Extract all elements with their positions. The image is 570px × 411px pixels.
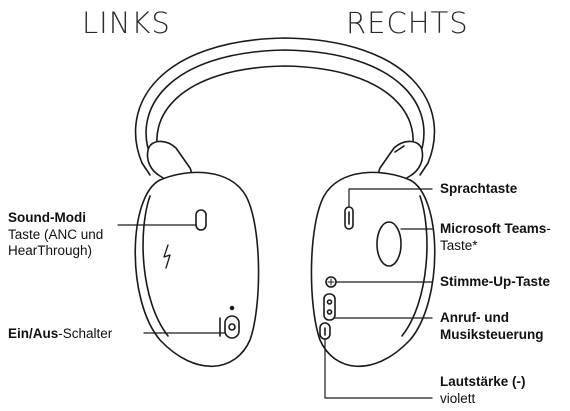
headband [136,38,435,163]
label-sound-modi: Sound-Modi Taste (ANC und HearThrough) [8,210,128,260]
label-sound-modi-line3: HearThrough) [8,243,128,260]
label-teams-bold: Microsoft Teams [440,221,546,236]
label-call-music: Anruf- und Musiksteuerung [440,310,544,343]
label-call-line1: Anruf- und [440,310,544,327]
label-call-line2: Musiksteuerung [440,327,544,344]
label-power: Ein/Aus-Schalter [8,326,112,343]
teams-button-shape [377,222,401,266]
label-teams: Microsoft Teams- Taste* [440,221,551,254]
label-voice-key: Sprachtaste [440,181,517,198]
label-teams-line2: Taste* [440,238,551,255]
label-teams-dash: - [546,221,551,236]
label-volume-up: Stimme-Up-Taste [440,274,550,291]
label-power-bold: Ein/Aus [8,326,58,341]
label-volume-down-note: violett [440,391,526,408]
label-volume-down-title: Lautstärke (-) [440,374,526,391]
right-ear-cup [311,172,434,366]
left-ear-cup [135,172,258,366]
label-sound-modi-line2: Taste (ANC und [8,227,128,244]
label-volume-down: Lautstärke (-) violett [440,374,526,407]
label-sound-modi-title: Sound-Modi [8,210,128,227]
label-power-rest: -Schalter [58,326,112,341]
